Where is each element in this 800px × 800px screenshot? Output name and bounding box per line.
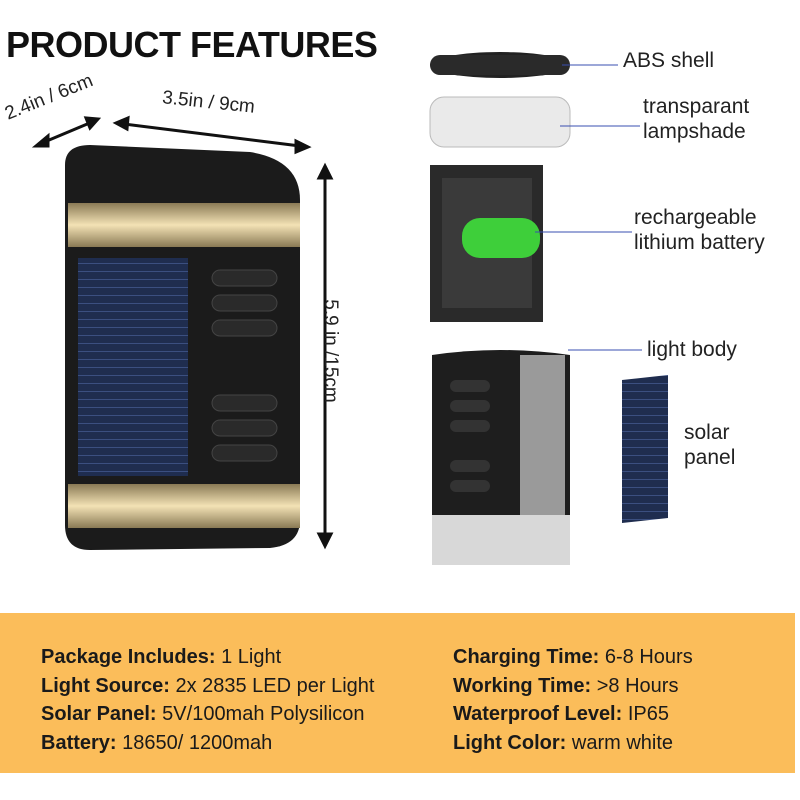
leader-lines [535,64,642,351]
exploded-parts [429,52,668,565]
specs-panel: Package Includes: 1 Light Light Source: … [0,613,795,773]
height-dimension: 5.9 in /15cm [319,299,341,403]
page-title: PRODUCT FEATURES [6,24,378,65]
label-lampshade-line2: lampshade [643,120,746,143]
spec-label: Charging Time: [453,646,600,668]
label-solar-line1: solar [684,421,730,444]
spec-value: 1 Light [221,646,282,668]
spec-row: Charging Time: 6-8 Hours [453,643,693,672]
solar-panel-front [78,258,188,476]
label-solar-panel: solar panel [684,420,735,470]
dimension-arrows [31,115,334,550]
spec-label: Light Source: [41,674,170,697]
spec-label: Package Includes: [41,646,216,668]
spec-value: 2x 2835 LED per Light [175,674,375,697]
spec-label: Light Color: [453,731,567,754]
spec-row: Light Source: 2x 2835 LED per Light [41,672,374,701]
spec-label: Working Time: [453,674,592,697]
label-battery-line2: lithium battery [634,231,765,254]
spec-value: >8 Hours [596,674,679,697]
spec-value: 18650/ 1200mah [122,731,273,754]
specs-left: Package Includes: 1 Light Light Source: … [41,643,374,757]
spec-label: Battery: [41,731,117,754]
spec-value: 6-8 Hours [604,646,693,668]
assembled-lamp [65,145,300,550]
label-lampshade: transparant lampshade [643,94,749,144]
spec-row: Package Includes: 1 Light [41,643,374,672]
spec-row: Waterproof Level: IP65 [453,700,693,729]
spec-row: Light Color: warm white [453,729,693,758]
label-abs-shell: ABS shell [623,49,715,72]
spec-row: Working Time: >8 Hours [453,672,693,701]
solar-panel-part [622,375,668,523]
specs-right: Charging Time: 6-8 Hours Working Time: >… [453,643,693,757]
label-solar-line2: panel [684,446,736,469]
label-light-body: light body [647,338,737,361]
spec-row: Battery: 18650/ 1200mah [41,729,374,758]
spec-value: IP65 [627,703,669,725]
label-battery: rechargeable lithium battery [634,205,765,255]
spec-row: Solar Panel: 5V/100mah Polysilicon [41,700,374,729]
spec-label: Waterproof Level: [453,703,623,725]
label-battery-line1: rechargeable [634,206,757,229]
spec-value: 5V/100mah Polysilicon [162,703,365,725]
spec-label: Solar Panel: [41,703,157,725]
spec-value: warm white [571,731,674,754]
label-lampshade-line1: transparant [643,95,750,118]
